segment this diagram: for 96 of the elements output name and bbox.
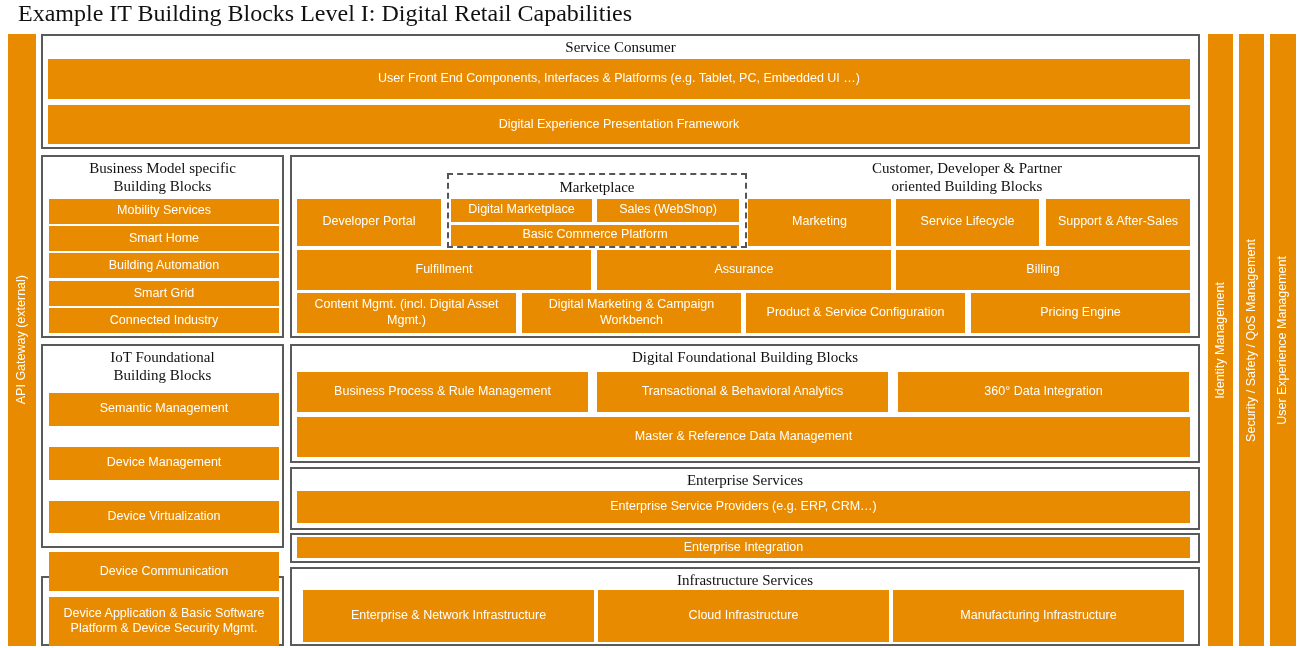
capability-block (297, 249, 591, 290)
capability-block (297, 416, 1190, 458)
layer-frame (290, 567, 1200, 646)
capability-block (49, 308, 279, 334)
block-label: Smart Home (128, 231, 200, 247)
block-label: Digital Experience Presentation Framework (498, 116, 740, 133)
layer-frame (41, 34, 1200, 150)
block-label: Semantic Management (99, 401, 229, 418)
capability-block (971, 292, 1190, 334)
block-label: Digital Marketplace (468, 202, 575, 218)
capability-block (48, 59, 1190, 100)
cross-cutting-bar (1270, 34, 1296, 646)
capability-block (898, 371, 1189, 413)
capability-block (1046, 198, 1190, 246)
capability-block (451, 198, 592, 222)
capability-block (49, 226, 279, 252)
layer-frame (290, 155, 1200, 339)
block-label: Support & After-Sales (1057, 214, 1179, 230)
layer-heading: Infrastructure Services (675, 571, 815, 590)
bar-label: User Experience Management (1275, 255, 1291, 425)
capability-block (598, 590, 889, 643)
capability-block (597, 198, 739, 222)
bar-label: Identity Management (1212, 281, 1228, 399)
capability-block (49, 596, 279, 646)
block-label: User Front End Components, Interfaces & Platforms (e.g. Tablet, PC, Embedded UI …) (378, 71, 860, 88)
capability-block (303, 590, 594, 643)
cross-cutting-bar (1239, 34, 1264, 646)
layer-frame (41, 343, 284, 548)
block-label: Master & Reference Data Management (634, 429, 853, 445)
block-label: Digital Marketing & Campaign Workbench (547, 297, 716, 329)
block-label: Assurance (714, 261, 774, 278)
block-label: Basic Commerce Platform (522, 227, 668, 243)
block-label: Smart Grid (133, 285, 195, 302)
capability-block (49, 392, 279, 426)
block-label: Fulfillment (415, 261, 473, 278)
capability-block (746, 292, 965, 334)
capability-block (597, 249, 891, 290)
block-label: Device Application & Basic Software Platform & Device Security Mgmt. (62, 605, 266, 638)
layer-heading: Customer, Developer & Partner oriented Building Blocks (870, 159, 1064, 196)
block-label: 360° Data Integration (984, 384, 1103, 400)
layer-frame (290, 343, 1200, 464)
capability-block (748, 198, 891, 246)
block-label: Content Mgmt. (incl. Digital Asset Mgmt.) (313, 297, 500, 329)
block-label: Mobility Services (117, 203, 211, 219)
capability-block (49, 551, 279, 592)
cross-cutting-bar (1208, 34, 1233, 646)
capability-block (49, 281, 279, 307)
capability-block (893, 590, 1184, 643)
dashed-group-frame (447, 172, 747, 248)
bar-label: API Gateway (external) (14, 275, 30, 405)
cross-cutting-bar (8, 34, 36, 646)
block-label: Marketing (792, 214, 847, 230)
block-label: Pricing Engine (1040, 305, 1121, 321)
layer-heading: Enterprise Services (685, 471, 805, 489)
capability-block (522, 292, 741, 334)
block-label: Device Management (106, 455, 222, 471)
capability-block (297, 198, 441, 246)
block-label: Cloud Infrastructure (688, 608, 799, 624)
capability-block (49, 198, 279, 224)
block-label: Developer Portal (322, 214, 416, 230)
layer-heading: Business Model specific Building Blocks (88, 159, 237, 196)
block-label: Device Virtualization (107, 509, 221, 525)
capability-block (451, 224, 739, 246)
block-label: Transactional & Behavioral Analytics (641, 384, 844, 400)
capability-block (297, 371, 588, 413)
layer-heading: Digital Foundational Building Blocks (630, 347, 860, 366)
capability-block (297, 491, 1190, 523)
capability-block (48, 105, 1190, 144)
capability-block (297, 292, 516, 334)
layer-frame (290, 533, 1200, 564)
capability-block (49, 500, 279, 534)
block-label: Product & Service Configuration (766, 305, 945, 321)
group-heading: Marketplace (558, 177, 636, 196)
capability-block (896, 249, 1190, 290)
block-label: Manufacturing Infrastructure (960, 608, 1117, 624)
block-label: Service Lifecycle (920, 214, 1015, 230)
block-label: Enterprise & Network Infrastructure (350, 608, 547, 624)
block-label: Enterprise Service Providers (e.g. ERP, CRM…) (610, 499, 877, 515)
block-label: Business Process & Rule Management (334, 384, 551, 400)
capability-block (597, 371, 888, 413)
block-label: Device Communication (99, 563, 229, 580)
block-label: Enterprise Integration (683, 540, 804, 556)
block-label: Sales (WebShop) (619, 202, 717, 218)
layer-frame (290, 467, 1200, 530)
layer-frame (41, 155, 284, 339)
capability-block (297, 537, 1190, 559)
capability-block (49, 446, 279, 480)
layer-heading: Service Consumer (564, 38, 677, 56)
capability-block (49, 253, 279, 279)
layer-heading: IoT Foundational Building Blocks (109, 347, 216, 384)
block-label: Billing (1026, 261, 1060, 278)
capability-block (896, 198, 1039, 246)
diagram-title: Example IT Building Blocks Level I: Digital Retail Capabilities (18, 0, 633, 27)
block-label: Building Automation (108, 258, 220, 274)
bar-label: Security / Safety / QoS Management (1243, 238, 1259, 442)
block-label: Connected Industry (109, 312, 219, 329)
